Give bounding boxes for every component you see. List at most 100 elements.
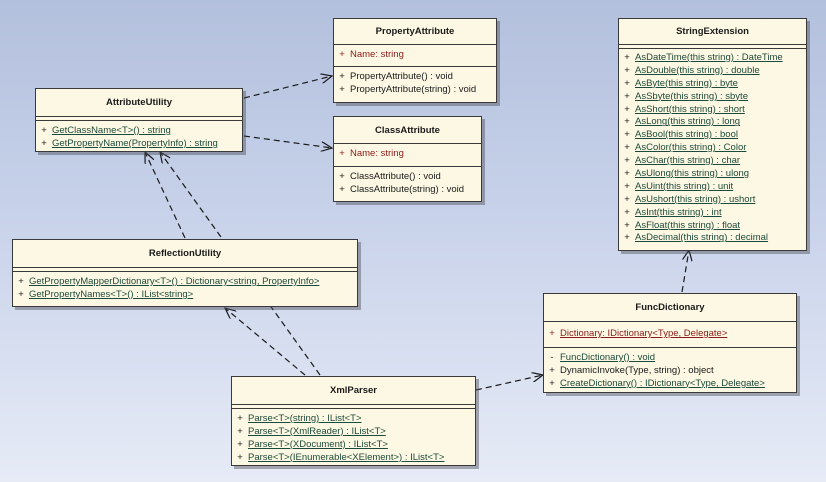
- operation-row: + AsByte(this string) : byte: [619, 77, 806, 90]
- class-class-attribute[interactable]: ClassAttribute + Name: string + ClassAtt…: [333, 116, 482, 202]
- visibility-marker: +: [339, 183, 345, 195]
- class-xml-parser[interactable]: XmlParser + Parse<T>(string) : IList<T> …: [231, 376, 476, 466]
- class-string-extension[interactable]: StringExtension + AsDateTime(this string)…: [618, 18, 807, 251]
- operation-text: AsShort(this string) : short: [635, 103, 745, 115]
- visibility-marker: +: [624, 142, 630, 154]
- visibility-marker: +: [624, 116, 630, 128]
- visibility-marker: +: [549, 377, 555, 389]
- visibility-marker: +: [624, 103, 630, 115]
- operation-text: GetPropertyNames<T>() : IList<string>: [29, 288, 194, 300]
- visibility-marker: +: [339, 170, 345, 182]
- operation-text: AsDateTime(this string) : DateTime: [635, 51, 783, 63]
- operation-row: +AsUlong(this string) : ulong: [619, 167, 806, 180]
- operations-section: + GetPropertyMapperDictionary<T>() : Dic…: [13, 272, 357, 304]
- operations-section: + PropertyAttribute() : void + PropertyA…: [334, 67, 496, 99]
- operation-text: PropertyAttribute() : void: [350, 70, 453, 82]
- visibility-marker: +: [624, 129, 630, 141]
- class-name: PropertyAttribute: [334, 19, 496, 45]
- attributes-section: [13, 268, 357, 272]
- operation-text: AsBool(this string) : bool: [635, 129, 738, 141]
- operation-text: AsUint(this string) : unit: [635, 180, 734, 192]
- class-name: FuncDictionary: [544, 294, 796, 322]
- operation-row: + Parse<T>(IEnumerable<XElement>) : ILis…: [232, 451, 475, 464]
- operation-text: Parse<T>(XmlReader) : IList<T>: [248, 425, 386, 437]
- operation-text: GetClassName<T>() : string: [52, 124, 171, 136]
- class-property-attribute[interactable]: PropertyAttribute + Name: string + Prope…: [333, 18, 497, 103]
- visibility-marker: +: [624, 155, 630, 167]
- class-name: XmlParser: [232, 377, 475, 405]
- operation-text: GetPropertyName(PropertyInfo) : string: [52, 137, 218, 149]
- visibility-marker: -: [550, 351, 554, 363]
- operation-row: + AsChar(this string) : char: [619, 154, 806, 167]
- attributes-section: [232, 405, 475, 409]
- dependency-xmlparser-to-attributeutility: [160, 152, 321, 376]
- operation-text: AsByte(this string) : byte: [635, 77, 738, 89]
- operation-text: AsFloat(this string) : float: [635, 219, 741, 231]
- dependency-attributeutility-to-classattribute: [243, 135, 332, 148]
- operation-text: AsInt(this string) : int: [635, 206, 722, 218]
- operation-row: + GetClassName<T>() : string: [36, 124, 242, 137]
- visibility-marker: +: [339, 48, 345, 60]
- class-name: AttributeUtility: [36, 89, 242, 117]
- operation-row: +AsFloat(this string) : float: [619, 219, 806, 232]
- operation-row: + Parse<T>(XmlReader) : IList<T>: [232, 425, 475, 438]
- operation-row: + AsSbyte(this string) : sbyte: [619, 90, 806, 103]
- visibility-marker: +: [237, 438, 243, 450]
- attribute-row: + Name: string: [334, 147, 481, 160]
- attribute-row: + Dictionary: IDictionary<Type, Delegate…: [544, 327, 796, 340]
- operation-text: AsLong(this string) : long: [635, 116, 741, 128]
- visibility-marker: +: [237, 412, 243, 424]
- visibility-marker: +: [339, 147, 345, 159]
- operation-row: + GetPropertyMapperDictionary<T>() : Dic…: [13, 275, 357, 288]
- operation-row: +CreateDictionary() : IDictionary<Type, …: [544, 377, 796, 390]
- operation-row: + GetPropertyName(PropertyInfo) : string: [36, 137, 242, 150]
- attribute-text: Name: string: [350, 48, 404, 60]
- attribute-text: Dictionary: IDictionary<Type, Delegate>: [560, 327, 728, 339]
- operation-row: + PropertyAttribute() : void: [334, 70, 496, 83]
- visibility-marker: +: [624, 90, 630, 102]
- visibility-marker: +: [624, 77, 630, 89]
- operation-text: PropertyAttribute(string) : void: [350, 83, 477, 95]
- visibility-marker: +: [549, 364, 555, 376]
- operation-text: AsSbyte(this string) : sbyte: [635, 90, 748, 102]
- visibility-marker: +: [624, 193, 630, 205]
- visibility-marker: +: [41, 137, 47, 149]
- visibility-marker: +: [624, 64, 630, 76]
- visibility-marker: +: [237, 425, 243, 437]
- operation-row: +AsUint(this string) : unit: [619, 180, 806, 193]
- class-name: ClassAttribute: [334, 117, 481, 144]
- visibility-marker: +: [624, 167, 630, 179]
- operation-row: + AsLong(this string) : long: [619, 115, 806, 128]
- visibility-marker: +: [339, 70, 345, 82]
- operation-row: + AsInt(this string) : int: [619, 206, 806, 219]
- operation-text: AsDecimal(this string) : decimal: [635, 232, 769, 244]
- visibility-marker: +: [624, 232, 630, 244]
- attributes-section: + Dictionary: IDictionary<Type, Delegate…: [544, 322, 796, 348]
- visibility-marker: +: [18, 275, 24, 287]
- operation-row: +DynamicInvoke(Type, string) : object: [544, 364, 796, 377]
- attributes-section: + Name: string: [334, 45, 496, 67]
- class-reflection-utility[interactable]: ReflectionUtility + GetPropertyMapperDic…: [12, 239, 358, 307]
- visibility-marker: +: [237, 451, 243, 463]
- operations-section: + ClassAttribute() : void + ClassAttribu…: [334, 167, 481, 199]
- attributes-section: + Name: string: [334, 144, 481, 167]
- dependency-attributeutility-to-propertyattribute: [243, 76, 332, 99]
- visibility-marker: +: [624, 51, 630, 63]
- class-func-dictionary[interactable]: FuncDictionary + Dictionary: IDictionary…: [543, 293, 797, 393]
- operation-text: AsChar(this string) : char: [635, 155, 741, 167]
- visibility-marker: +: [624, 206, 630, 218]
- operation-text: AsDouble(this string) : double: [635, 64, 760, 76]
- dependency-reflectionutility-to-attributeutility: [145, 152, 186, 239]
- operation-row: + Parse<T>(string) : IList<T>: [232, 412, 475, 425]
- dependency-xmlparser-to-reflectionutility: [225, 308, 306, 376]
- operation-row: + AsShort(this string) : short: [619, 103, 806, 116]
- class-name: StringExtension: [619, 19, 806, 45]
- operation-row: +AsColor(this string) : Color: [619, 141, 806, 154]
- class-attribute-utility[interactable]: AttributeUtility + GetClassName<T>() : s…: [35, 88, 243, 152]
- dependency-xmlparser-to-funcdictionary: [475, 375, 543, 391]
- operation-text: Parse<T>(XDocument) : IList<T>: [248, 438, 388, 450]
- operations-section: + GetClassName<T>() : string + GetProper…: [36, 121, 242, 153]
- class-name: ReflectionUtility: [13, 240, 357, 268]
- operations-section: + AsDateTime(this string) : DateTime + AsD…: [619, 49, 806, 247]
